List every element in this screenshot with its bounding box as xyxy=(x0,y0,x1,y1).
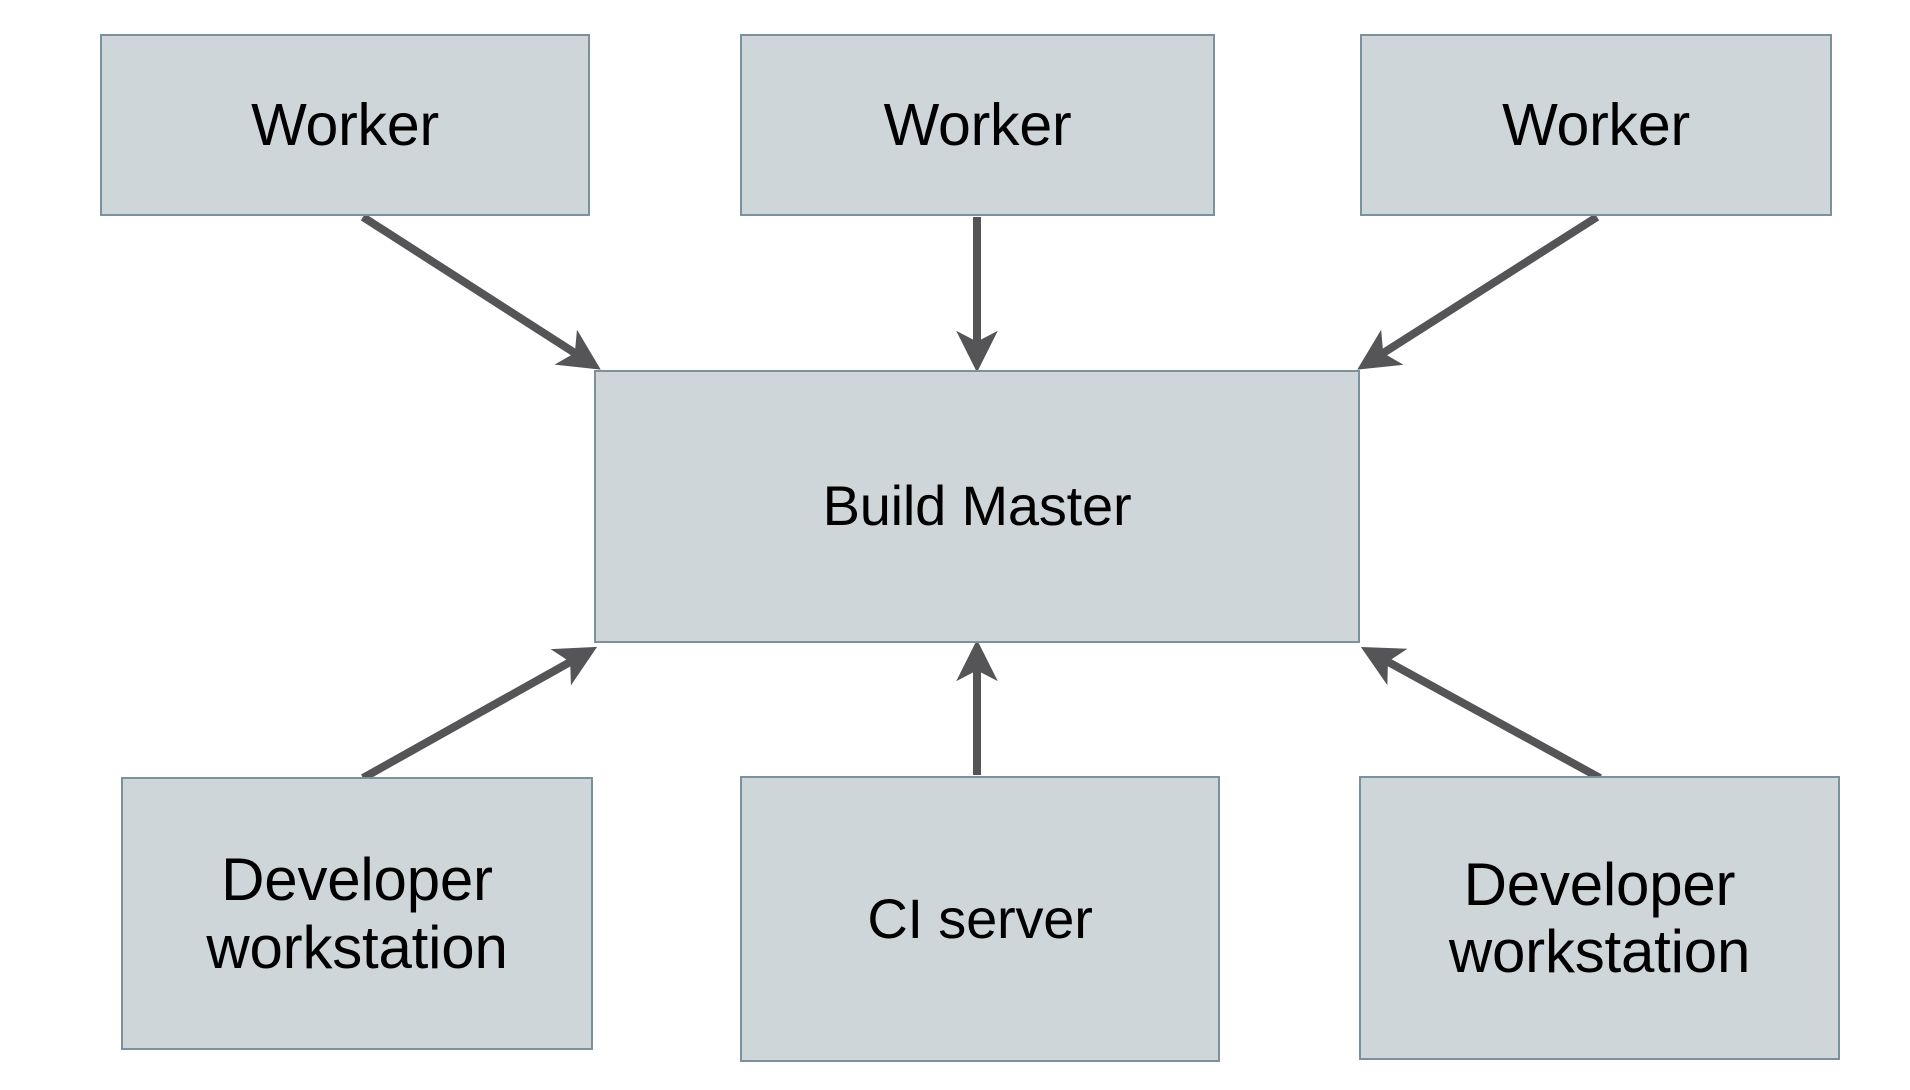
node-ci-server[interactable]: CI server xyxy=(740,776,1220,1062)
node-developer-workstation-right-label: Developer workstation xyxy=(1448,850,1751,985)
node-worker-1[interactable]: Worker xyxy=(100,34,590,216)
node-build-master[interactable]: Build Master xyxy=(594,370,1360,643)
node-ci-server-label: CI server xyxy=(867,886,1093,950)
node-worker-3-label: Worker xyxy=(1502,91,1690,158)
node-build-master-label: Build Master xyxy=(822,474,1132,538)
edge-worker-3-to-build-master xyxy=(1357,213,1600,370)
node-worker-1-label: Worker xyxy=(251,91,439,158)
node-developer-workstation-right[interactable]: Developer workstation xyxy=(1359,776,1840,1060)
node-developer-workstation-left[interactable]: Developer workstation xyxy=(121,777,593,1050)
edge-dev-workstation-right-to-build-master xyxy=(1360,647,1602,782)
edge-worker-1-to-build-master xyxy=(360,213,601,370)
node-worker-2[interactable]: Worker xyxy=(740,34,1215,216)
edge-dev-workstation-left-to-build-master xyxy=(361,646,598,782)
node-worker-3[interactable]: Worker xyxy=(1360,34,1832,216)
node-developer-workstation-left-label: Developer workstation xyxy=(206,846,508,981)
node-worker-2-label: Worker xyxy=(883,91,1072,158)
